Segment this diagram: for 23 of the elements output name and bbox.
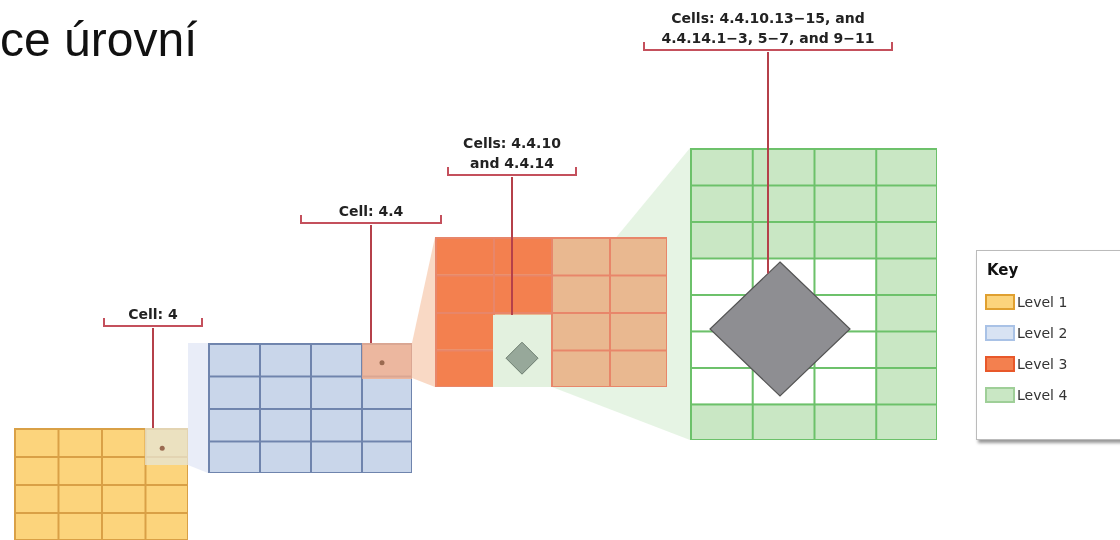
legend-label: Level 1 — [1017, 294, 1068, 310]
level-grid — [690, 148, 937, 440]
callout-label: Cells: 4.4.10 and 4.4.14 — [447, 133, 577, 176]
level-grid — [208, 343, 412, 473]
target-diamond — [710, 262, 850, 396]
slide-title: ce úrovní — [0, 12, 198, 67]
highlighted-cell — [362, 343, 412, 379]
legend-label: Level 2 — [1017, 325, 1068, 341]
level-grid — [14, 428, 188, 540]
callout-label: Cell: 4.4 — [300, 201, 442, 224]
leader-line — [152, 327, 154, 429]
highlighted-cells — [493, 315, 551, 387]
leader-line — [511, 176, 513, 316]
callout-label: Cell: 4 — [103, 304, 203, 327]
leader-line — [767, 51, 769, 275]
legend-title: Key — [987, 261, 1019, 279]
callout-label: Cells: 4.4.10.13−15, and 4.4.14.1−3, 5−7, and 9−11 — [643, 8, 893, 51]
zoom-projection — [188, 343, 208, 473]
highlighted-cell — [145, 428, 188, 465]
leader-line — [370, 224, 372, 344]
legend-label: Level 3 — [1017, 356, 1068, 372]
level-grid — [435, 237, 667, 387]
legend-label: Level 4 — [1017, 387, 1068, 403]
